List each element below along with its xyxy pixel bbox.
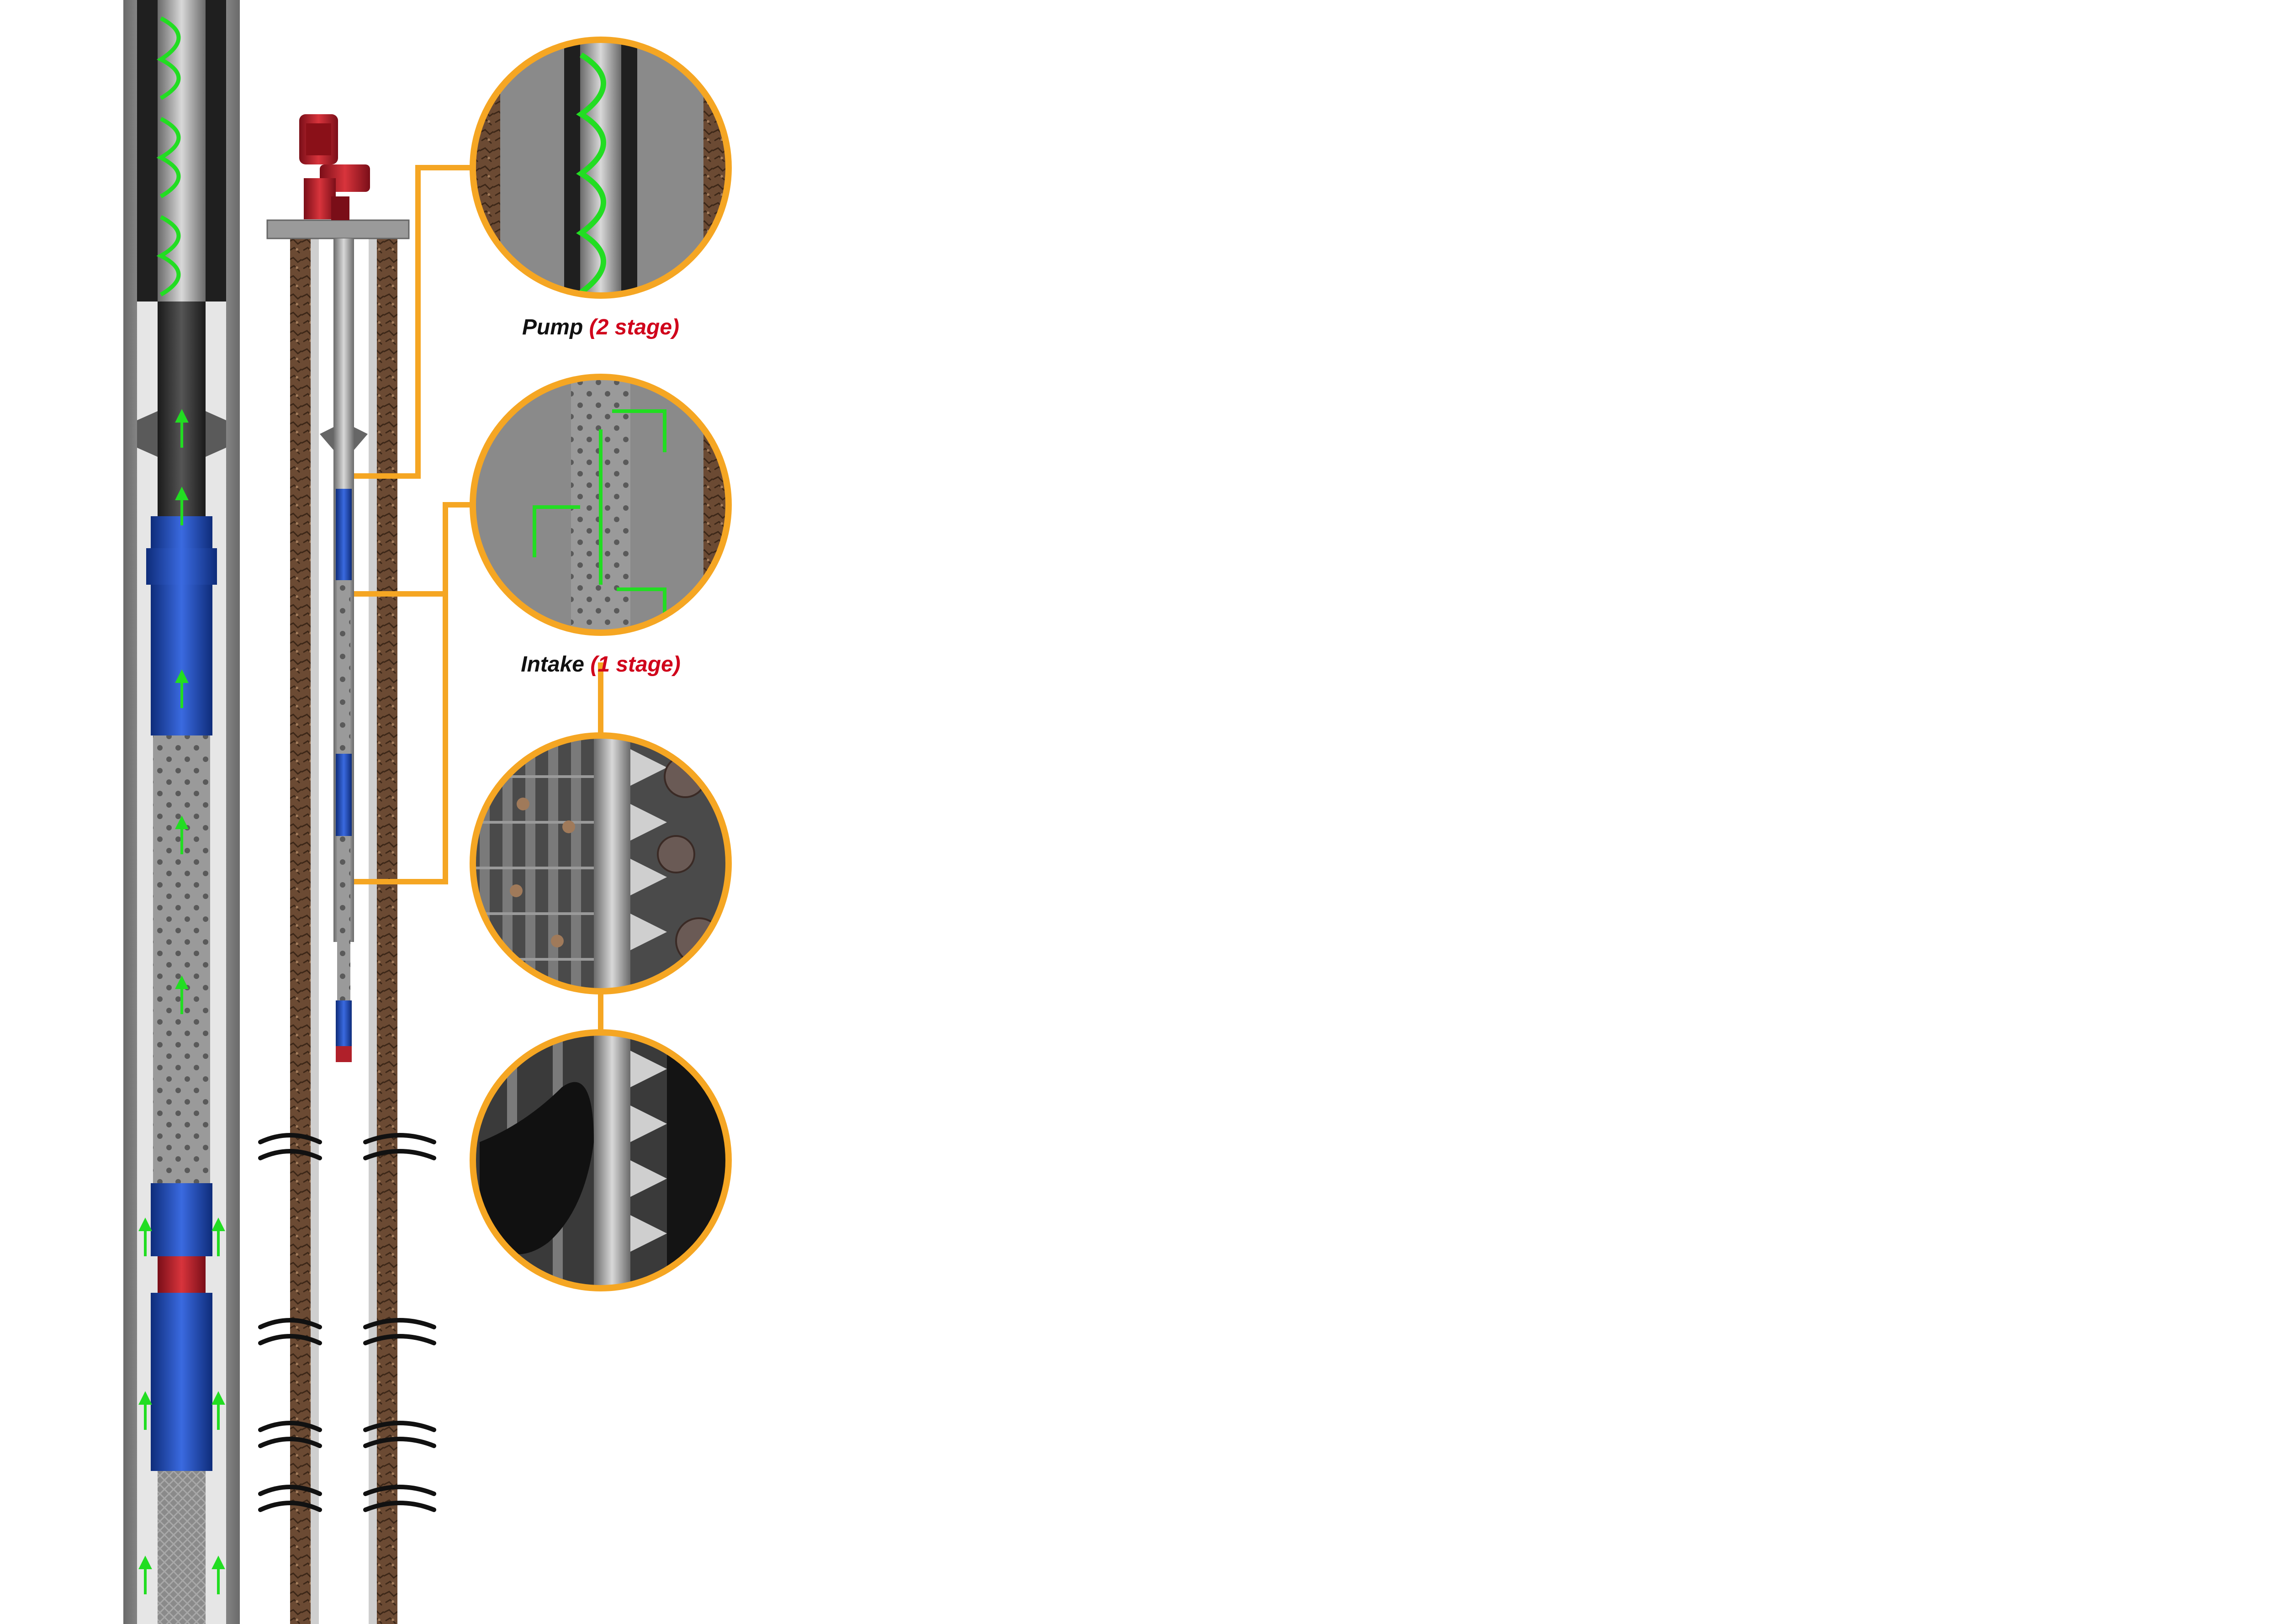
tubing-upper <box>158 302 206 516</box>
fracture-group <box>258 1133 436 1512</box>
arrow-up-icon <box>211 1555 225 1594</box>
arrow-up-icon <box>211 1391 225 1430</box>
upper-packer-cap <box>146 548 217 585</box>
intake-label-stage: (1 stage) <box>590 652 680 677</box>
overview-screen-lower <box>337 836 350 1000</box>
intake-callout-circle <box>470 374 732 636</box>
arrow-up-icon <box>175 975 189 1014</box>
centralizer <box>137 411 158 457</box>
pump-label-name: Pump <box>522 315 583 339</box>
overview-well <box>258 114 436 1624</box>
arrow-up-icon <box>138 1391 152 1430</box>
intake-label-name: Intake <box>521 652 584 677</box>
pump-helix <box>156 16 181 296</box>
centralizer-right <box>206 411 226 457</box>
fracture-icon <box>363 1485 436 1512</box>
overview-packer-upper <box>336 489 352 580</box>
fracture-icon <box>258 1421 322 1448</box>
pump-label: Pump (2 stage) <box>522 315 679 339</box>
lower-packer <box>151 1183 212 1256</box>
overview-centralizer <box>320 427 333 450</box>
fracture-icon <box>363 1133 436 1160</box>
overview-centralizer-right <box>354 427 368 450</box>
callout-lines <box>354 165 603 1032</box>
arrow-up-icon <box>138 1555 152 1594</box>
motor-band <box>158 1256 206 1293</box>
arrow-up-icon <box>175 409 189 448</box>
overview-plug <box>336 1046 352 1062</box>
wellhead-plate <box>266 219 410 239</box>
sand-callout-circle <box>470 1029 732 1291</box>
arrow-up-icon <box>211 1217 225 1256</box>
overview-packer-mid <box>336 754 352 836</box>
intake-screen <box>153 735 210 1183</box>
pump-callout-circle <box>470 37 732 299</box>
pump-label-stage: (2 stage) <box>589 315 679 339</box>
motor-icon <box>299 114 370 220</box>
right-casing <box>369 238 377 1624</box>
arrow-up-icon <box>138 1217 152 1256</box>
arrow-up-icon <box>175 487 189 525</box>
fracture-icon <box>363 1318 436 1345</box>
left-casing <box>311 238 319 1624</box>
intake-label: Intake (1 stage) <box>521 652 680 677</box>
arrow-up-icon <box>175 669 189 708</box>
detail-column <box>123 0 240 1624</box>
left-formation <box>290 238 311 1624</box>
arrow-up-icon <box>175 815 189 854</box>
motor-body <box>151 1293 212 1471</box>
fracture-icon <box>363 1421 436 1448</box>
tail-pipe <box>158 1471 206 1624</box>
fracture-icon <box>258 1318 322 1345</box>
overview-packer-lower <box>336 1000 352 1046</box>
screen-callout-circle <box>470 732 732 995</box>
right-formation <box>377 238 397 1624</box>
overview-screen-upper <box>337 580 350 754</box>
flow-arrows <box>138 409 225 1594</box>
fracture-icon <box>258 1133 322 1160</box>
fracture-icon <box>258 1485 322 1512</box>
